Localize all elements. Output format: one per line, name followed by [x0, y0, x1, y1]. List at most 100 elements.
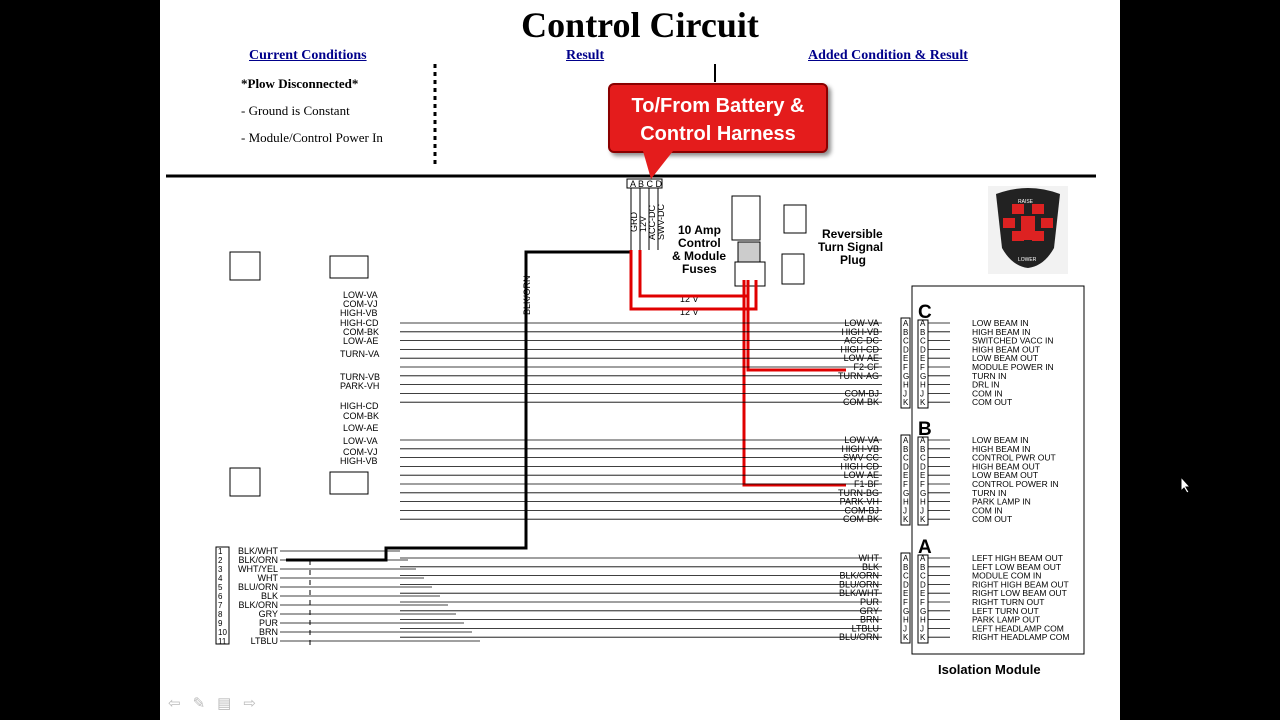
sec-c-modpin-9: K	[920, 398, 926, 407]
controller-raise: RAISE	[1018, 199, 1034, 205]
harness-color-3: WHT/YEL	[238, 564, 278, 574]
section-letter-a: A	[918, 537, 932, 558]
turn-plug-top	[783, 204, 807, 234]
wire-label-12v: 12V	[638, 216, 648, 232]
section-module-pins-b	[917, 436, 929, 526]
sec-a-modpin-1: B	[920, 563, 925, 572]
sec-a-func-8: LEFT HEADLAMP COM	[972, 623, 1064, 633]
sec-c-func-8: COM IN	[972, 388, 1003, 398]
wire-label-grd: GRD	[629, 212, 639, 233]
section-letter-b: B	[918, 419, 932, 440]
mouse-cursor-icon	[1180, 476, 1192, 494]
fuse-holder-top	[731, 195, 761, 241]
sec-c-func-7: DRL IN	[972, 380, 1000, 390]
headlamp-plug-left-bottom	[229, 467, 261, 497]
isolation-module-label: Isolation Module	[938, 662, 1041, 677]
condition-3: - Module/Control Power In	[241, 130, 383, 145]
sec-b-func-1: HIGH BEAM IN	[972, 444, 1031, 454]
section-letter-c: C	[918, 302, 932, 323]
section-module-pins-a	[917, 554, 929, 644]
sec-a-modpin-0: A	[920, 554, 926, 563]
sec-a-func-4: RIGHT LOW BEAM OUT	[972, 588, 1067, 598]
sec-c-pin-8: J	[903, 389, 907, 398]
sec-a-func-1: LEFT LOW BEAM OUT	[972, 562, 1061, 572]
sec-a-pin-7: H	[903, 616, 909, 625]
header-added-condition[interactable]: Added Condition & Result	[808, 48, 968, 63]
turn-plug-bottom	[781, 253, 805, 285]
sec-c-pin-0: A	[903, 319, 909, 328]
sec-b-pin-0: A	[903, 436, 909, 445]
sec-c-modpin-6: G	[920, 372, 926, 381]
isolation-module-box	[911, 285, 1085, 655]
sec-a-pin-8: J	[903, 624, 907, 633]
header-result[interactable]: Result	[566, 48, 605, 63]
pen-icon[interactable]: ✎	[192, 695, 206, 712]
sec-c-modpin-4: E	[920, 354, 925, 363]
harness-pin-2: 2	[218, 556, 223, 565]
left-label-lower-high-cd: HIGH-CD	[340, 401, 379, 411]
sec-a-modpin-9: K	[920, 633, 926, 642]
sec-b-func-5: CONTROL POWER IN	[972, 479, 1059, 489]
callout-pointer	[643, 151, 673, 179]
next-arrow-icon[interactable]: ⇨	[243, 695, 256, 712]
sec-b-pin-8: J	[903, 506, 907, 515]
sec-a-func-0: LEFT HIGH BEAM OUT	[972, 553, 1063, 563]
harness-color-10: BRN	[259, 627, 278, 637]
turn-plug-label-3: Plug	[840, 253, 866, 267]
sec-c-modpin-8: J	[920, 389, 924, 398]
sec-b-pin-2: C	[903, 454, 909, 463]
sec-b-func-4: LOW BEAM OUT	[972, 470, 1038, 480]
headlamp-plug-right-bottom	[329, 471, 369, 495]
sec-c-func-5: MODULE POWER IN	[972, 362, 1054, 372]
battery-callout: To/From Battery & Control Harness	[608, 83, 828, 153]
sec-c-modpin-1: B	[920, 328, 925, 337]
red-wire-f2	[638, 250, 846, 372]
wire-label-swv-dc: SWV-DC	[656, 203, 666, 240]
sec-c-func-9: COM OUT	[972, 397, 1012, 407]
sec-b-func-0: LOW BEAM IN	[972, 435, 1029, 445]
fuses-label-4: Fuses	[682, 262, 717, 276]
sec-b-func-8: COM IN	[972, 505, 1003, 515]
sec-a-modpin-3: D	[920, 580, 926, 589]
sec-c-modpin-7: H	[920, 381, 926, 390]
battery-connector	[626, 178, 663, 189]
left-label-com-bk: COM-BK	[343, 327, 379, 337]
sec-a-modpin-4: E	[920, 589, 925, 598]
sec-a-func-2: MODULE COM IN	[972, 571, 1041, 581]
sec-b-pin-7: H	[903, 498, 909, 507]
sec-b-func-3: HIGH BEAM OUT	[972, 461, 1040, 471]
harness-pin-10: 10	[218, 628, 227, 637]
menu-icon[interactable]: ▤	[217, 695, 232, 712]
harness-color-7: BLK/ORN	[238, 600, 278, 610]
plow-controller: RAISE LOWER	[988, 186, 1068, 274]
harness-color-1: BLK/WHT	[238, 546, 279, 556]
header-current-conditions[interactable]: Current Conditions	[249, 48, 367, 63]
harness-pin-4: 4	[218, 574, 223, 583]
sec-b-modpin-8: J	[920, 506, 924, 515]
fuse-block	[737, 241, 761, 263]
left-label-lower-com-vj: COM-VJ	[343, 447, 378, 457]
turn-plug-label-2: Turn Signal	[818, 240, 883, 254]
left-label-turn-vb: TURN-VB	[340, 372, 380, 382]
sec-b-modpin-9: K	[920, 515, 926, 524]
sec-a-func-9: RIGHT HEADLAMP COM	[972, 632, 1069, 642]
sec-b-modpin-3: D	[920, 462, 926, 471]
sec-b-func-2: CONTROL PWR OUT	[972, 453, 1056, 463]
harness-pin-6: 6	[218, 592, 223, 601]
sec-c-func-1: HIGH BEAM IN	[972, 327, 1031, 337]
sec-c-func-3: HIGH BEAM OUT	[972, 344, 1040, 354]
sec-c-func-4: LOW BEAM OUT	[972, 353, 1038, 363]
left-label-park-vh: PARK-VH	[340, 381, 379, 391]
condition-2: - Ground is Constant	[241, 103, 350, 118]
sec-c-pin-9: K	[903, 398, 909, 407]
wire-label-blk-orn: BLK/ORN	[522, 275, 532, 315]
sec-b-pin-4: E	[903, 471, 908, 480]
prev-arrow-icon[interactable]: ⇦	[168, 695, 181, 712]
headlamp-plug-right-top	[329, 255, 369, 279]
sec-b-modpin-7: H	[920, 498, 926, 507]
sec-a-pin-6: G	[903, 607, 909, 616]
slide-nav: ⇦ ✎ ▤ ⇨	[168, 694, 256, 712]
sec-a-func-7: PARK LAMP OUT	[972, 615, 1040, 625]
section-pins-box-a	[900, 552, 911, 644]
sec-a-func-5: RIGHT TURN OUT	[972, 597, 1044, 607]
